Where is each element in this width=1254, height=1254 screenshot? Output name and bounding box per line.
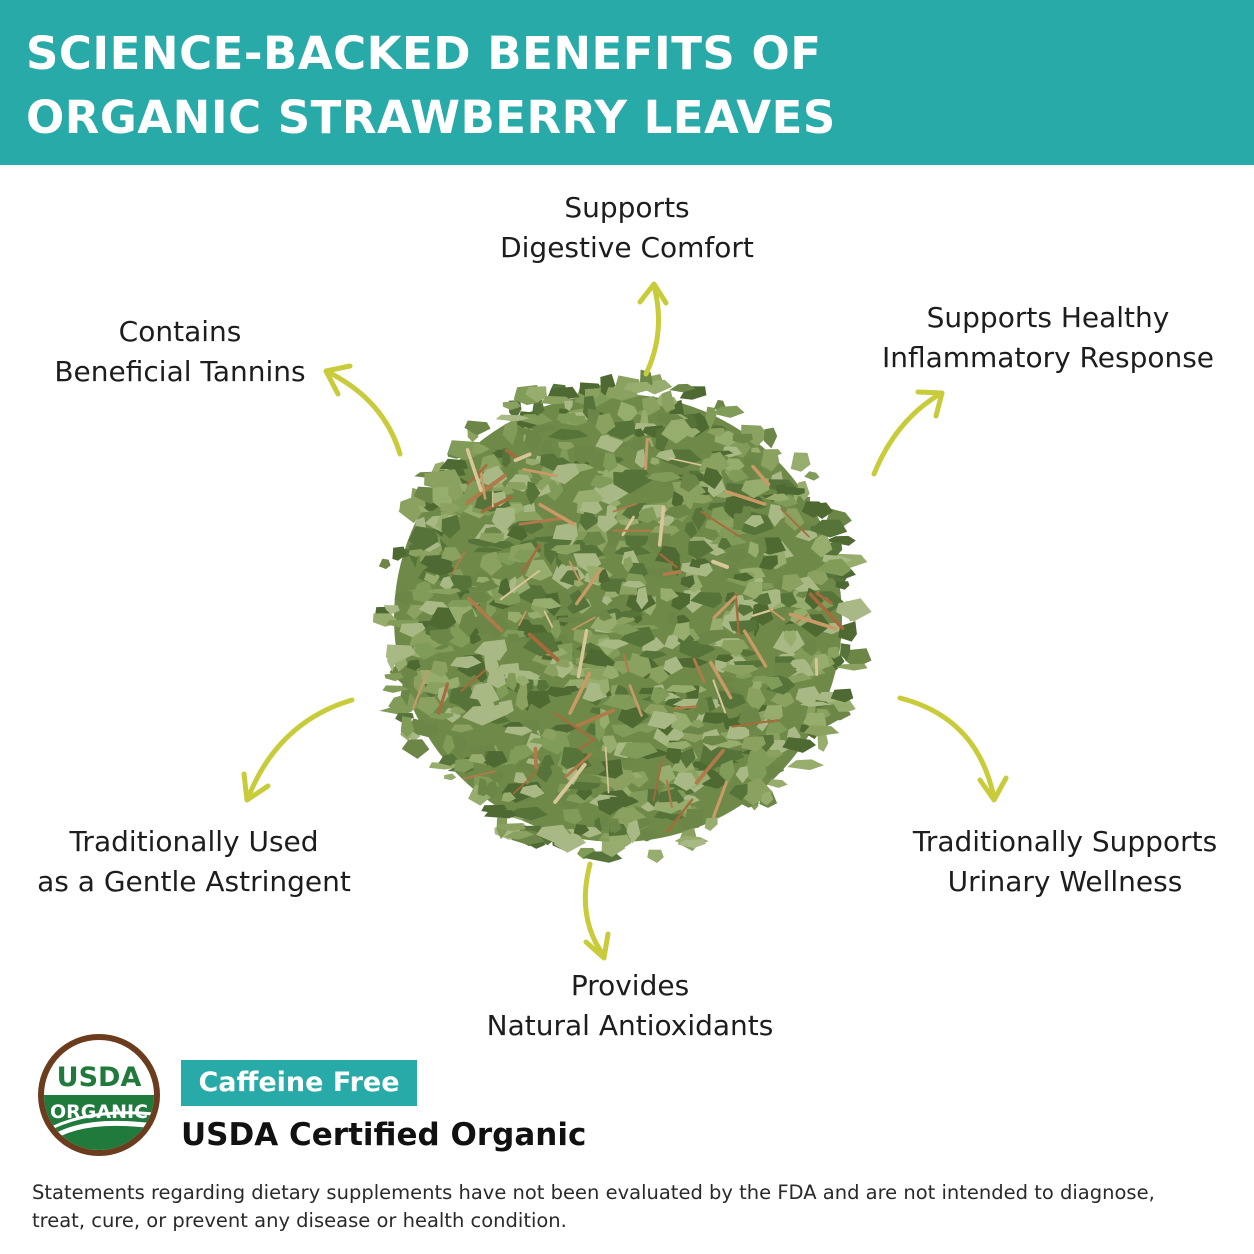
certified-organic-label: USDA Certified Organic [181, 1117, 587, 1153]
curved-arrow-icon [323, 363, 403, 457]
seal-top-text: USDA [57, 1062, 142, 1093]
benefit-urinary-wellness: Traditionally Supports Urinary Wellness [890, 822, 1240, 902]
benefit-line: Inflammatory Response [881, 341, 1215, 374]
fda-disclaimer: Statements regarding dietary supplements… [32, 1179, 1232, 1235]
seal-bottom-text: ORGANIC [50, 1101, 148, 1123]
benefit-line: Supports Healthy [926, 301, 1170, 334]
benefit-line: Digestive Comfort [500, 231, 754, 264]
benefit-line: Supports [564, 191, 690, 224]
title-line-2: ORGANIC STRAWBERRY LEAVES [26, 91, 836, 144]
curved-arrow-icon [582, 861, 611, 961]
benefit-line: Traditionally Supports [912, 825, 1218, 858]
header-banner: SCIENCE-BACKED BENEFITS OF ORGANIC STRAW… [0, 0, 1254, 165]
benefit-beneficial-tannins: Contains Beneficial Tannins [20, 312, 340, 392]
curved-arrow-icon [897, 695, 1009, 803]
curved-arrow-icon [637, 281, 669, 377]
usda-organic-seal-icon: USDA ORGANIC [38, 1034, 160, 1156]
curved-arrow-icon [871, 389, 945, 477]
curved-arrow-icon [241, 697, 355, 803]
benefit-inflammatory-response: Supports Healthy Inflammatory Response [858, 298, 1238, 378]
page-title: SCIENCE-BACKED BENEFITS OF ORGANIC STRAW… [26, 22, 836, 150]
benefit-line: Provides [570, 969, 690, 1002]
benefit-line: Natural Antioxidants [486, 1009, 774, 1042]
disclaimer-line: treat, cure, or prevent any disease or h… [32, 1209, 567, 1232]
dried-leaf-pile [372, 369, 872, 863]
caffeine-free-badge: Caffeine Free [181, 1060, 417, 1106]
benefit-gentle-astringent: Traditionally Used as a Gentle Astringen… [24, 822, 364, 902]
benefit-line: as a Gentle Astringent [37, 865, 351, 898]
title-line-1: SCIENCE-BACKED BENEFITS OF [26, 27, 822, 80]
benefit-digestive-comfort: Supports Digestive Comfort [460, 188, 794, 268]
benefit-line: Contains [118, 315, 242, 348]
disclaimer-line: Statements regarding dietary supplements… [32, 1181, 1155, 1204]
benefit-line: Traditionally Used [69, 825, 319, 858]
benefit-natural-antioxidants: Provides Natural Antioxidants [470, 966, 790, 1046]
benefit-line: Beneficial Tannins [54, 355, 306, 388]
benefit-line: Urinary Wellness [947, 865, 1183, 898]
